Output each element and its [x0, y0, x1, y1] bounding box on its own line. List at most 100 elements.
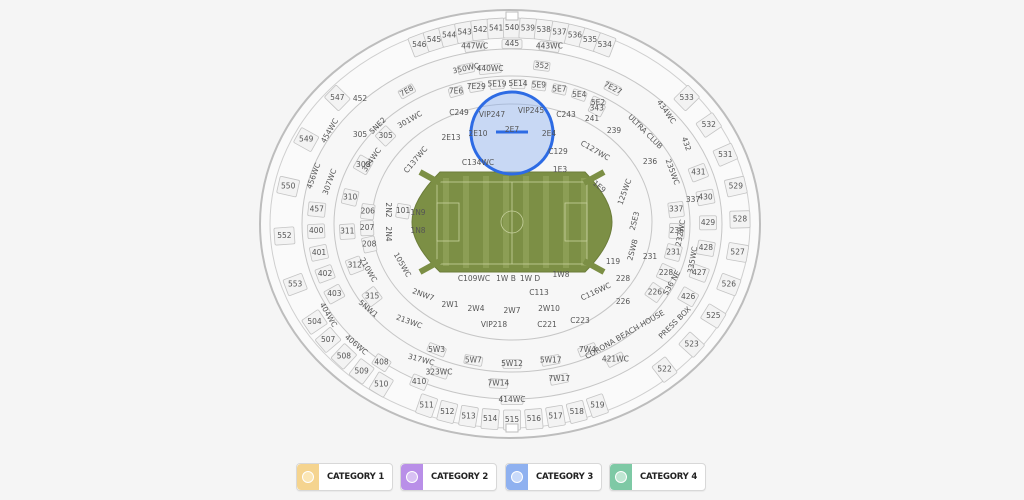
section-523[interactable] — [678, 331, 705, 358]
section-323wc[interactable] — [428, 365, 449, 380]
section-507[interactable] — [315, 327, 342, 353]
section-label: 428 — [699, 243, 714, 252]
section-401[interactable] — [309, 244, 329, 262]
section-518[interactable] — [565, 400, 588, 424]
section-315[interactable] — [361, 286, 383, 307]
section-447wc[interactable] — [463, 40, 486, 53]
section-5e7[interactable] — [551, 83, 568, 96]
section-231[interactable] — [664, 243, 683, 262]
section-527[interactable] — [726, 242, 750, 263]
section-343[interactable] — [587, 100, 606, 118]
section-534[interactable] — [593, 32, 617, 58]
section-427[interactable] — [688, 263, 710, 283]
section-309[interactable] — [353, 154, 374, 175]
section-504[interactable] — [301, 309, 328, 335]
section-440wc[interactable] — [478, 63, 502, 76]
section-528[interactable] — [729, 210, 751, 229]
section-410[interactable] — [409, 373, 429, 391]
section-7w4[interactable] — [577, 342, 598, 358]
section-431[interactable] — [688, 163, 709, 183]
section-7e29[interactable] — [468, 81, 485, 93]
section-519[interactable] — [586, 393, 609, 418]
section-522[interactable] — [651, 356, 678, 383]
section-label: 101 — [396, 206, 411, 215]
section-7w14[interactable] — [488, 378, 508, 389]
section-547[interactable] — [324, 85, 351, 111]
gate-south — [505, 423, 519, 433]
section-533[interactable] — [673, 85, 700, 111]
legend-category-3[interactable]: CATEGORY 3 — [505, 463, 603, 491]
section-531[interactable] — [712, 143, 738, 167]
section-206[interactable] — [360, 203, 376, 221]
legend-category-2[interactable]: CATEGORY 2 — [400, 463, 498, 491]
section-526[interactable] — [716, 273, 742, 297]
section-517[interactable] — [545, 404, 566, 428]
section-7e27[interactable] — [603, 80, 622, 96]
section-443wc[interactable] — [538, 40, 561, 53]
section-337[interactable] — [667, 201, 685, 219]
section-label: 226 — [648, 288, 663, 297]
section-5w12[interactable] — [502, 359, 522, 369]
section-5e9[interactable] — [531, 80, 547, 92]
section-label: 231 — [643, 252, 658, 261]
section-511[interactable] — [415, 393, 438, 418]
section-550[interactable] — [276, 175, 300, 198]
section-400[interactable] — [307, 223, 326, 239]
section-305[interactable] — [375, 125, 396, 147]
section-5w3[interactable] — [426, 342, 447, 358]
section-5e14[interactable] — [510, 79, 526, 90]
section-525[interactable] — [700, 303, 727, 329]
section-label: 533 — [679, 93, 694, 102]
section-403[interactable] — [323, 284, 346, 305]
section-352[interactable] — [532, 60, 551, 72]
section-426[interactable] — [677, 286, 699, 307]
section-226[interactable] — [644, 282, 666, 303]
section-408[interactable] — [371, 353, 392, 372]
section-101[interactable] — [395, 203, 411, 220]
section-236[interactable] — [668, 222, 686, 240]
section-508[interactable] — [331, 343, 357, 370]
section-552[interactable] — [273, 226, 296, 246]
section-7w17[interactable] — [549, 372, 570, 386]
section-529[interactable] — [724, 175, 748, 198]
section-label: 540 — [505, 23, 520, 32]
section-402[interactable] — [314, 264, 336, 284]
section-514[interactable] — [480, 408, 500, 431]
section-310[interactable] — [341, 188, 360, 207]
section-208[interactable] — [361, 235, 378, 254]
section-430[interactable] — [695, 188, 716, 207]
section-513[interactable] — [458, 404, 479, 428]
section-label: 5W3 — [428, 345, 445, 354]
section-512[interactable] — [436, 400, 459, 424]
legend-category-1[interactable]: CATEGORY 1 — [296, 463, 394, 491]
section-549[interactable] — [293, 127, 319, 152]
section-532[interactable] — [695, 112, 722, 138]
section-350wc[interactable] — [457, 62, 475, 75]
section-414wc[interactable] — [500, 395, 524, 405]
section-445[interactable] — [501, 39, 523, 49]
section-553[interactable] — [282, 273, 308, 297]
section-7e8[interactable] — [397, 83, 416, 100]
section-5w7[interactable] — [463, 354, 484, 367]
section-457[interactable] — [307, 201, 327, 218]
section-228[interactable] — [656, 263, 676, 283]
section-7e6[interactable] — [447, 85, 465, 98]
section-516[interactable] — [524, 408, 544, 431]
section-5w17[interactable] — [540, 354, 561, 367]
section-509[interactable] — [349, 358, 375, 385]
section-label: 515 — [505, 415, 520, 424]
section-207[interactable] — [359, 220, 375, 237]
section-312[interactable] — [345, 255, 365, 276]
highlight-vip245[interactable] — [469, 90, 555, 176]
section-311[interactable] — [338, 223, 356, 240]
section-510[interactable] — [368, 371, 394, 398]
section-421wc[interactable] — [605, 351, 626, 368]
section-5e19[interactable] — [489, 79, 505, 90]
section-5e4[interactable] — [571, 88, 588, 102]
section-label: 542 — [473, 25, 488, 34]
section-428[interactable] — [696, 239, 716, 257]
section-label: 309 — [356, 160, 371, 169]
legend-category-4[interactable]: CATEGORY 4 — [609, 463, 707, 491]
section-429[interactable] — [699, 215, 717, 231]
